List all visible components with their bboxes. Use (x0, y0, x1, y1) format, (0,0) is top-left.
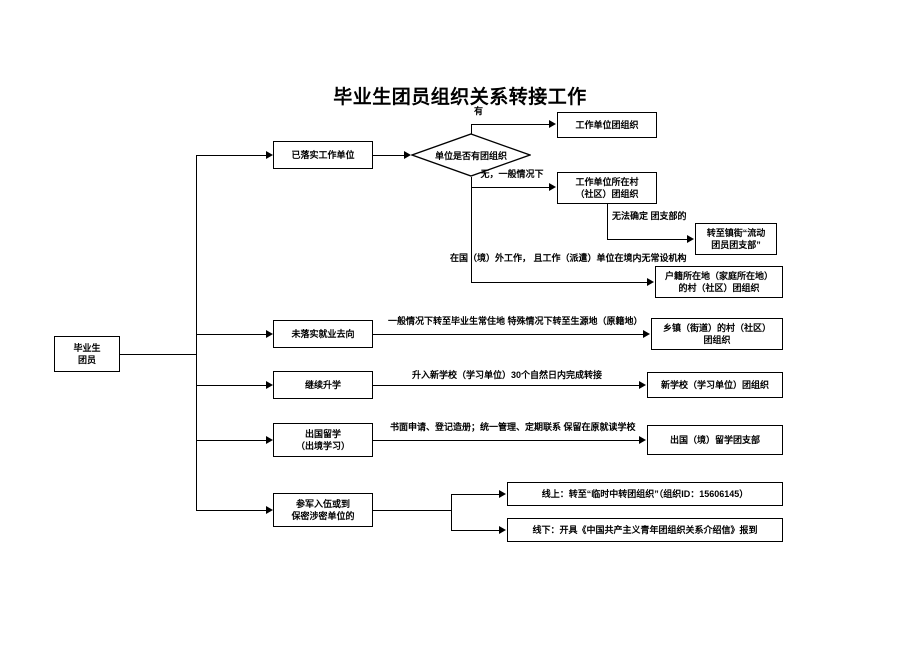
node-new-school-org[interactable]: 新学校（学习单位）团组织 (647, 372, 783, 398)
connector-employed-to-decision (373, 155, 406, 156)
node-branch-unemployed-label: 未落实就业去向 (291, 328, 355, 339)
node-branch-study-abroad[interactable]: 出国留学 （出境学习） (273, 423, 373, 457)
arrowhead-further-study-to-new-school (639, 381, 646, 389)
edge-label-overseas-line-2: 且工作（派遣）单位在境内无常设机构 (533, 253, 687, 263)
node-floating-branch-line-2: 团员团支部” (711, 240, 761, 250)
connector-military-stem (373, 510, 451, 511)
node-root-graduate-league-member[interactable]: 毕业生 团员 (54, 336, 120, 372)
edge-label-study-abroad-line-1: 书面申请、登记造册；统一管理、定期联系 (390, 422, 562, 432)
node-online-transfer-label: 线上：转至“临时中转团组织”（组织ID：15606145） (541, 488, 749, 499)
node-township-village-org[interactable]: 乡镇（街道）的村（社区） 团组织 (651, 318, 783, 350)
node-branch-further-study[interactable]: 继续升学 (273, 371, 373, 399)
node-decision-label: 单位是否有团组织 (434, 150, 507, 161)
connector-decision-no-overseas (471, 282, 649, 283)
node-root-line-1: 毕业生 (73, 342, 101, 353)
connector-study-abroad-to-org (373, 440, 641, 441)
arrowhead-trunk-to-further-study (266, 381, 273, 389)
connector-trunk-to-study-abroad (196, 440, 266, 441)
arrowhead-military-to-offline (499, 526, 506, 534)
connector-military-split-vertical (451, 494, 452, 530)
connector-trunk-to-employed (196, 155, 266, 156)
node-branch-employed-label: 已落实工作单位 (291, 149, 355, 160)
node-abroad-branch-org[interactable]: 出国（境）留学团支部 (647, 425, 783, 455)
edge-label-overseas-work: 在国（境）外工作， 且工作（派遣）单位在境内无常设机构 (450, 252, 687, 265)
node-hukou-village-org[interactable]: 户籍所在地（家庭所在地） 的村（社区）团组织 (655, 266, 783, 298)
arrowhead-trunk-to-employed (266, 151, 273, 159)
page-title: 毕业生团员组织关系转接工作 (333, 87, 587, 108)
connector-unemployed-to-township (373, 334, 645, 335)
node-offline-transfer[interactable]: 线下：开具《中国共产主义青年团组织关系介绍信》报到 (507, 518, 783, 542)
connector-village-to-floating-horizontal (607, 239, 689, 240)
node-work-unit-org-label: 工作单位团组织 (575, 119, 639, 130)
arrowhead-military-to-online (499, 490, 506, 498)
connector-decision-no-vertical (471, 177, 472, 282)
node-root-line-2: 团员 (77, 355, 96, 365)
connector-trunk-to-unemployed (196, 334, 266, 335)
node-branch-study-abroad-line-1: 出国留学 (304, 428, 341, 439)
connector-main-trunk (196, 155, 197, 510)
node-hukou-village-org-line-1: 户籍所在地（家庭所在地） (664, 270, 773, 281)
edge-label-has-org-yes-line-1: 有 (474, 106, 484, 116)
node-floating-branch[interactable]: 转至镇街“流动 团员团支部” (695, 223, 777, 255)
node-branch-study-abroad-line-2: （出境学习） (295, 441, 350, 451)
node-floating-branch-line-1: 转至镇街“流动 (706, 227, 766, 238)
edge-label-no-general-line-1: 无，一般情况下 (480, 169, 544, 179)
node-online-transfer[interactable]: 线上：转至“临时中转团组织”（组织ID：15606145） (507, 482, 783, 506)
arrowhead-decision-no-general (549, 183, 556, 191)
arrowhead-trunk-to-unemployed (266, 330, 273, 338)
edge-label-study-abroad-line-2: 保留在原就读学校 (563, 422, 636, 432)
edge-label-unemployed-line-2: 特殊情况下转至生源地（原籍地） (507, 316, 643, 326)
node-work-village-org[interactable]: 工作单位所在村 （社区）团组织 (557, 172, 657, 204)
node-work-village-org-line-2: （社区）团组织 (575, 189, 639, 199)
connector-decision-no-general (471, 187, 551, 188)
node-branch-unemployed[interactable]: 未落实就业去向 (273, 320, 373, 348)
arrowhead-study-abroad-to-org (639, 436, 646, 444)
node-township-village-org-line-1: 乡镇（街道）的村（社区） (662, 322, 771, 333)
diamond-shape-icon (411, 133, 531, 177)
connector-further-study-to-new-school (373, 385, 641, 386)
node-branch-military-secret[interactable]: 参军入伍或到 保密涉密单位的 (273, 493, 373, 527)
edge-label-cannot-determine-branch: 无法确定 团支部的 (612, 210, 687, 223)
connector-root-to-trunk (120, 354, 196, 355)
arrowhead-decision-yes (549, 120, 556, 128)
edge-label-unemployed-line-1: 一般情况下转至毕业生常住地 (388, 316, 506, 326)
arrowhead-unemployed-to-township (643, 330, 650, 338)
arrowhead-village-to-floating (687, 235, 694, 243)
arrowhead-trunk-to-study-abroad (266, 436, 273, 444)
node-branch-military-line-1: 参军入伍或到 (295, 498, 350, 509)
connector-military-to-online (451, 494, 501, 495)
node-hukou-village-org-line-2: 的村（社区）团组织 (678, 283, 760, 293)
node-work-village-org-line-1: 工作单位所在村 (575, 176, 639, 187)
edge-label-overseas-line-1: 在国（境）外工作， (450, 253, 532, 263)
edge-label-cannot-determine-line-2: 团支部的 (650, 211, 687, 221)
edge-label-has-org-yes: 有 (474, 105, 534, 118)
connector-military-to-offline (451, 530, 501, 531)
arrowhead-employed-to-decision (404, 151, 411, 159)
connector-village-to-floating-vertical (607, 204, 608, 239)
edge-label-cannot-determine-line-1: 无法确定 (612, 211, 649, 221)
edge-label-study-abroad-rule: 书面申请、登记造册；统一管理、定期联系 保留在原就读学校 (390, 421, 636, 434)
connector-trunk-to-further-study (196, 385, 266, 386)
node-township-village-org-line-2: 团组织 (703, 335, 731, 345)
node-decision-has-league-org[interactable]: 单位是否有团组织 (411, 133, 531, 177)
node-offline-transfer-label: 线下：开具《中国共产主义青年团组织关系介绍信》报到 (532, 524, 758, 535)
arrowhead-trunk-to-military (266, 506, 273, 514)
node-new-school-org-label: 新学校（学习单位）团组织 (660, 379, 769, 390)
edge-label-has-org-no-general: 无，一般情况下 (471, 168, 553, 181)
edge-label-further-study-rule: 升入新学校（学习单位）30个自然日内完成转接 (381, 369, 633, 382)
edge-label-further-study-line-1: 升入新学校（学习单位）30个自然日内完成转接 (411, 370, 602, 380)
connector-decision-yes-horizontal (471, 124, 551, 125)
node-abroad-branch-org-label: 出国（境）留学团支部 (669, 434, 760, 445)
connector-decision-yes-vertical (471, 124, 472, 134)
arrowhead-decision-no-overseas (647, 278, 654, 286)
node-branch-employed[interactable]: 已落实工作单位 (273, 141, 373, 169)
connector-trunk-to-military (196, 510, 266, 511)
node-work-unit-org[interactable]: 工作单位团组织 (557, 112, 657, 138)
node-branch-further-study-label: 继续升学 (304, 379, 341, 390)
edge-label-unemployed-rule: 一般情况下转至毕业生常住地 特殊情况下转至生源地（原籍地） (388, 315, 643, 328)
node-branch-military-line-2: 保密涉密单位的 (291, 511, 355, 521)
